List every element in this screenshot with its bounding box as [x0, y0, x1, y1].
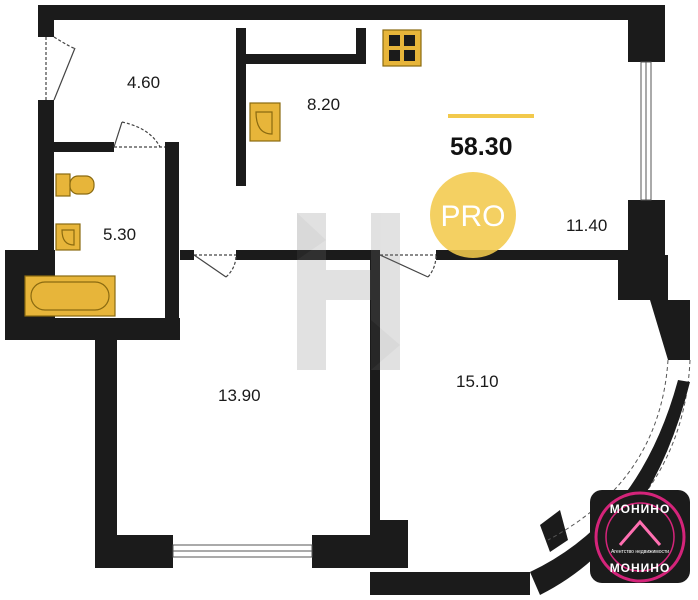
pro-badge-label: PRO: [440, 200, 505, 233]
stove-icon: [382, 29, 422, 67]
curved-wall: [530, 380, 690, 595]
windows: [172, 61, 691, 569]
watermark-h-icon: [297, 213, 400, 370]
toilet-icon: [55, 173, 95, 197]
logo-small-text: Агентство недвижимости: [611, 549, 669, 555]
total-area: 58.30: [450, 133, 513, 161]
fixtures: [24, 29, 422, 317]
room-area-corridor: 8.20: [307, 95, 340, 114]
agency-logo: МОНИНО МОНИНО Агентство недвижимости: [590, 490, 690, 583]
total-underline: [448, 114, 534, 118]
bathtub-icon: [24, 275, 116, 317]
bath-sink-icon: [55, 223, 81, 251]
room-area-bathroom: 5.30: [103, 225, 136, 244]
room-area-living: 15.10: [456, 372, 499, 391]
house-icon: [618, 519, 662, 546]
doors: [45, 36, 437, 278]
logo-top-text: МОНИНО: [610, 502, 671, 516]
room-area-bedroom: 13.90: [218, 386, 261, 405]
room-area-hall: 4.60: [127, 73, 160, 92]
room-area-kitchen: 11.40: [566, 216, 607, 235]
pro-badge: [430, 172, 516, 258]
sink-icon: [249, 102, 281, 142]
logo-bottom-text: МОНИНО: [610, 561, 671, 575]
